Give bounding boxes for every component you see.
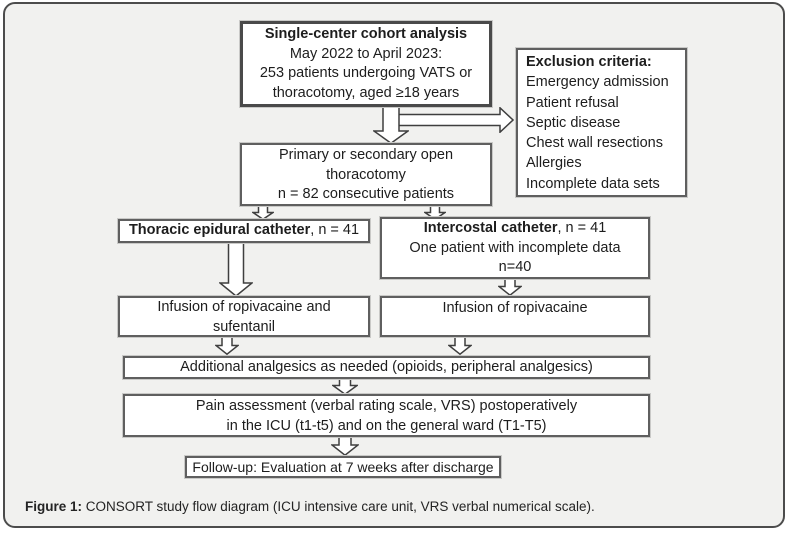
intercostal-line: n=40 [498, 259, 532, 275]
infusion-ropivacaine-sufentanil-box: Infusion of ropivacaine and sufentanil [118, 296, 370, 337]
follow-up-box: Follow-up: Evaluation at 7 weeks after d… [185, 456, 501, 478]
flow-arrow-down-icon [332, 378, 358, 395]
epidural-n-value: , n = 41 [310, 222, 360, 238]
pain-assessment-box: Pain assessment (verbal rating scale, VR… [123, 394, 650, 437]
figure-caption-label: Figure 1: [25, 499, 83, 514]
flow-arrow-down-icon [252, 206, 274, 220]
flow-arrow-down-icon [215, 336, 239, 355]
exclusion-item: Patient refusal [526, 94, 619, 111]
exclusion-title: Exclusion criteria: [526, 54, 652, 70]
cohort-line: 253 patients undergoing VATS or [259, 65, 473, 81]
flow-arrow-right-icon [397, 107, 514, 133]
cohort-title: Single-center cohort analysis [264, 26, 468, 42]
flow-arrow-down-icon [219, 241, 253, 297]
intercostal-n-value: , n = 41 [557, 220, 607, 236]
cohort-line: thoracotomy, aged ≥18 years [272, 84, 460, 101]
followup-text: Follow-up: Evaluation at 7 weeks after d… [192, 459, 494, 475]
thoracic-epidural-catheter-box: Thoracic epidural catheter, n = 41 [118, 219, 370, 243]
exclusion-item: Chest wall resections [526, 135, 663, 152]
flow-arrow-down-icon [331, 435, 359, 456]
thoracotomy-line: thoracotomy [326, 166, 406, 183]
intercostal-catheter-box: Intercostal catheter, n = 41 One patient… [380, 217, 650, 279]
additional-analgesics-box: Additional analgesics as needed (opioids… [123, 356, 650, 379]
figure-panel: Single-center cohort analysis May 2022 t… [3, 2, 785, 528]
infusion-right-line: Infusion of ropivacaine [442, 300, 588, 316]
flow-arrow-down-icon [373, 107, 409, 144]
thoracotomy-line: Primary or secondary open [278, 147, 454, 163]
flow-arrow-down-icon [448, 336, 472, 355]
infusion-ropivacaine-box: Infusion of ropivacaine [380, 296, 650, 337]
exclusion-item: Emergency admission [526, 74, 669, 91]
open-thoracotomy-box: Primary or secondary open thoracotomy n … [240, 143, 492, 206]
infusion-left-line: sufentanil [212, 318, 276, 335]
epidural-label: Thoracic epidural catheter [128, 222, 311, 238]
flow-arrow-down-icon [424, 206, 446, 220]
figure-caption-text: CONSORT study flow diagram (ICU intensiv… [82, 499, 595, 514]
pain-line: in the ICU (t1-t5) and on the general wa… [226, 417, 547, 434]
exclusion-criteria-box: Exclusion criteria: Emergency admission … [516, 48, 687, 197]
pain-line: Pain assessment (verbal rating scale, VR… [195, 398, 578, 414]
flow-arrow-down-icon [498, 278, 522, 296]
cohort-line: May 2022 to April 2023: [289, 45, 443, 62]
infusion-left-line: Infusion of ropivacaine and [157, 299, 331, 315]
cohort-analysis-box: Single-center cohort analysis May 2022 t… [240, 21, 492, 107]
exclusion-item: Allergies [526, 155, 582, 172]
exclusion-item: Septic disease [526, 114, 621, 131]
figure-caption: Figure 1: CONSORT study flow diagram (IC… [25, 498, 595, 516]
thoracotomy-line: n = 82 consecutive patients [277, 186, 455, 202]
intercostal-line: One patient with incomplete data [409, 239, 621, 256]
exclusion-item: Incomplete data sets [526, 175, 660, 192]
intercostal-label: Intercostal catheter [423, 220, 558, 236]
additional-text: Additional analgesics as needed (opioids… [180, 359, 593, 375]
